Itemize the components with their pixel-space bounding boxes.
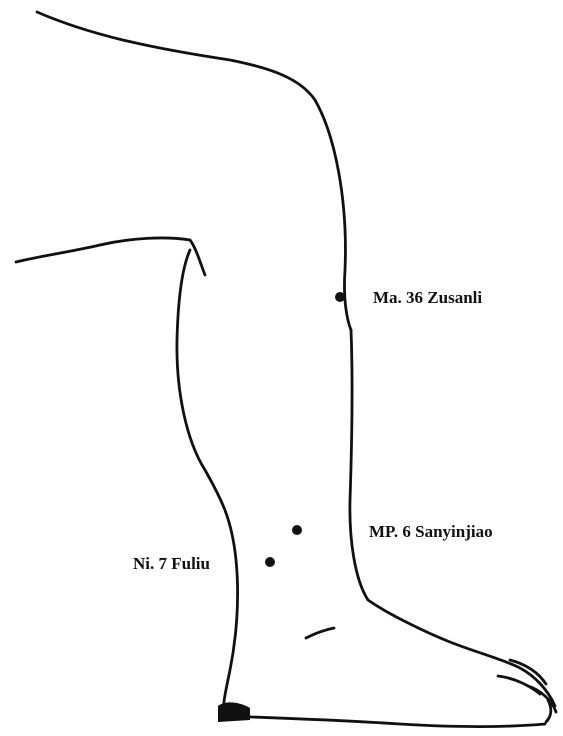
sole-outline (224, 716, 545, 727)
acupoint-dot-ni7 (265, 557, 275, 567)
label-ma36: Ma. 36 Zusanli (373, 288, 482, 307)
ankle-mark (306, 628, 334, 638)
thigh-upper-outline (37, 12, 351, 330)
label-mp6: MP. 6 Sanyinjiao (369, 522, 493, 541)
shin-front-outline (350, 330, 555, 706)
label-ni7: Ni. 7 Fuliu (133, 554, 210, 573)
calf-outline (177, 250, 238, 716)
knee-back-outline (16, 238, 205, 275)
acupoint-dot-ma36 (335, 292, 345, 302)
acupoint-dot-mp6 (292, 525, 302, 535)
